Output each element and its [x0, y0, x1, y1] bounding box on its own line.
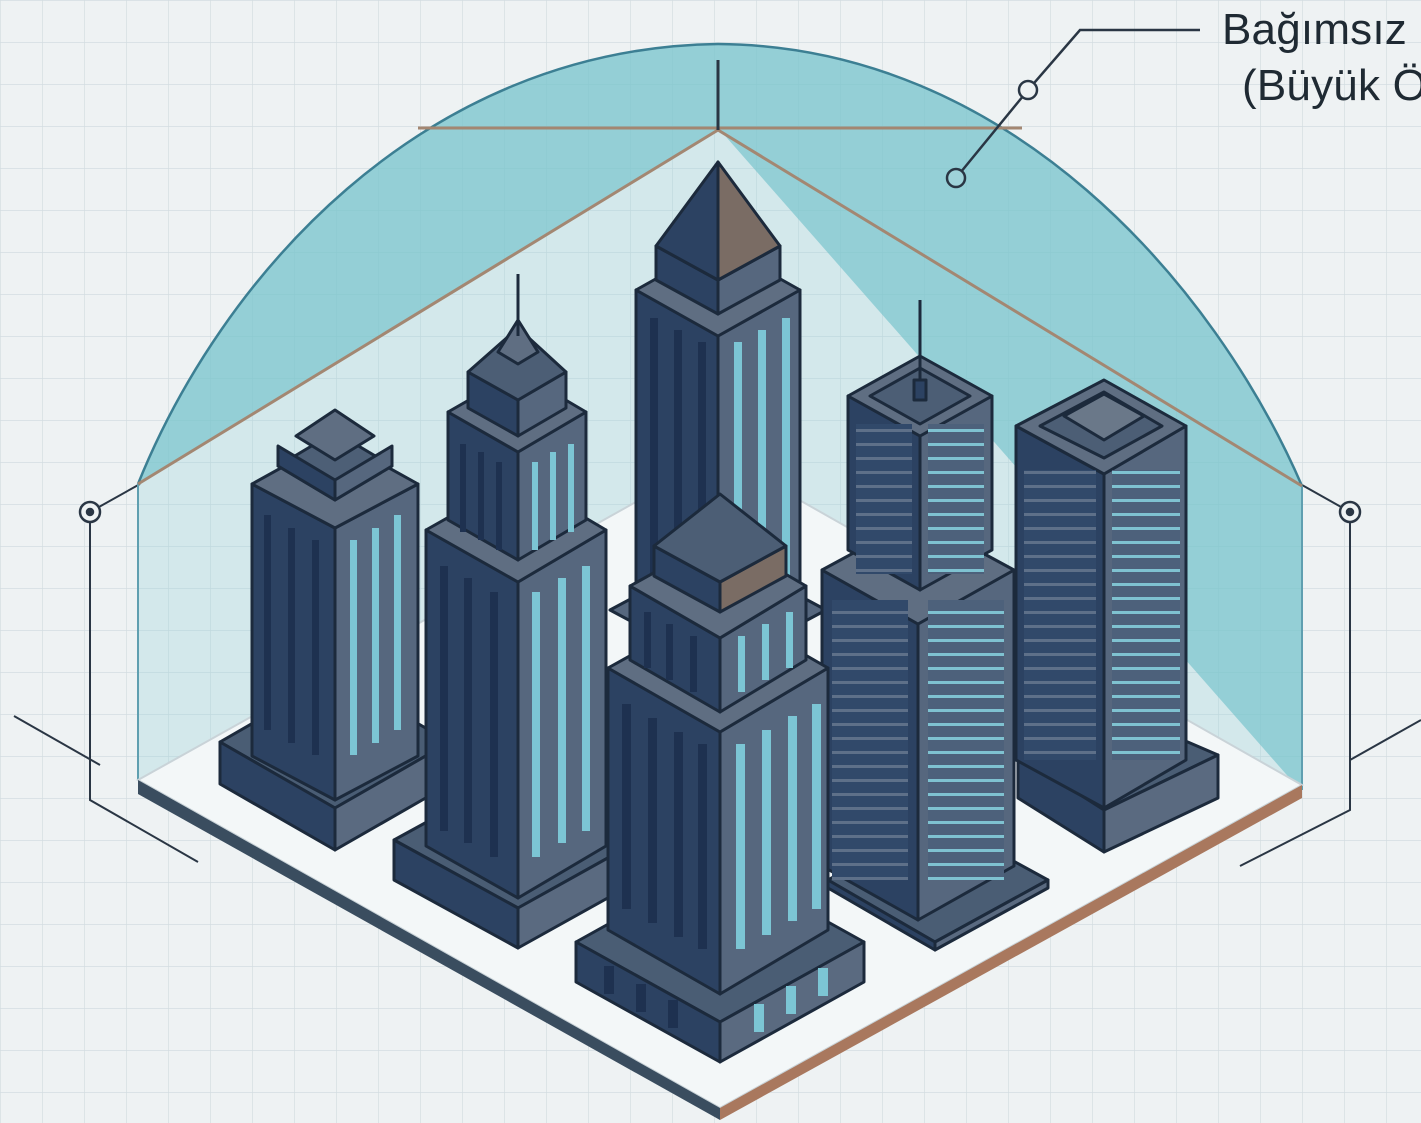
callout-label-line2: (Büyük Ö — [1242, 61, 1421, 110]
building-f — [574, 492, 866, 1064]
dimension-markers — [78, 500, 1362, 524]
callout-label: Bağımsız (Büyük Ö — [1222, 2, 1421, 114]
callout-leader — [945, 28, 1200, 189]
callout-label-line1: Bağımsız — [1222, 5, 1407, 54]
building-e — [1014, 378, 1220, 854]
building-a — [218, 408, 452, 852]
building-b — [392, 274, 642, 950]
building-d — [820, 300, 1050, 952]
